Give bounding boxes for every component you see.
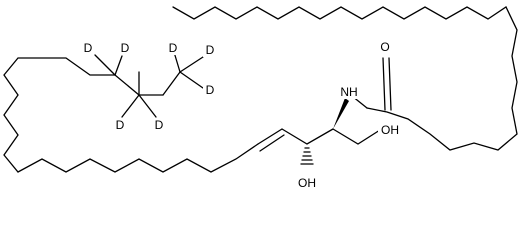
deuterium-label-5: D: [206, 83, 215, 97]
cd2-to-cd3-bond: [162, 71, 181, 96]
cd-d-4: [138, 94, 157, 118]
deuterium-label-4: D: [206, 43, 215, 57]
cd3-d-2: [179, 56, 204, 73]
amide-carbonyl-bond-2: [388, 57, 392, 111]
cd-d-1: [94, 54, 116, 76]
cd-d-2: [114, 55, 123, 76]
trans-double-bond-2: [259, 134, 285, 152]
deuterium-label-7: D: [155, 118, 164, 132]
solid-wedge-nh: [333, 98, 349, 129]
nh-label: NH: [340, 85, 357, 99]
cd3-d-3: [179, 71, 204, 89]
deuterium-label-2: D: [121, 41, 130, 55]
amide-carbonyl-bond-1: [382, 57, 386, 111]
trans-double-bond-1: [257, 128, 283, 145]
cd3-d-1: [173, 51, 181, 73]
acyl-chain: [172, 6, 518, 151]
deuterium-label-1: D: [84, 41, 93, 55]
deuterium-label-3: D: [169, 41, 178, 55]
hashed-wedge-oh: [300, 147, 314, 165]
hydroxymethyl-chain: [332, 128, 381, 145]
secondary-oh-label: OH: [298, 176, 316, 190]
sphingoid-backbone: [281, 128, 334, 145]
amide-oxygen-label: O: [380, 40, 389, 54]
structure-canvas: NH O OH OH D D D D D D D: [3, 6, 518, 190]
deuterium-label-6: D: [116, 118, 125, 132]
molecule-structure: NH O OH OH D D D D D D D: [3, 6, 518, 190]
cd-d-3: [121, 94, 140, 118]
sphingoid-chain: [3, 57, 259, 173]
primary-oh-label: OH: [381, 123, 399, 137]
